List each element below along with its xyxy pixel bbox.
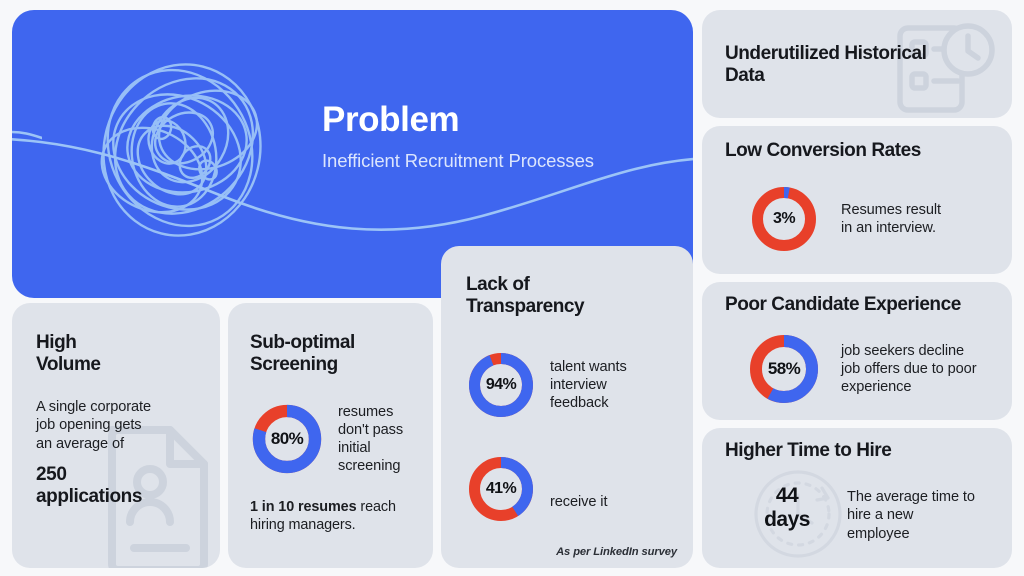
hero-text-block: Problem Inefficient Recruitment Processe… — [322, 100, 662, 172]
highlight-number: 250 — [36, 463, 67, 485]
note-bold: 1 in 10 resumes — [250, 499, 357, 516]
title-line-2: Transparency — [466, 296, 585, 318]
title-line-1: Underutilized Historical — [725, 43, 927, 64]
donut-label-58: 58% — [767, 359, 801, 379]
card-lack-of-transparency[interactable]: Lack of Transparency 94% talent wants in… — [441, 246, 693, 568]
hero-title: Problem — [322, 100, 460, 139]
donut-label-94: 94% — [485, 376, 517, 394]
title-line-2: Data — [725, 65, 765, 87]
card-underutilized-historical-data[interactable]: Underutilized Historical Data — [702, 10, 1012, 118]
metric-unit: days — [764, 507, 810, 531]
donut-row-41: 41% receive it — [466, 454, 681, 524]
wave-line-overflow — [12, 130, 42, 140]
title-line-1: High — [36, 332, 77, 353]
card-title-screening: Sub-optimal Screening — [250, 332, 421, 376]
card-title-transparency: Lack of Transparency — [466, 274, 681, 318]
donut-chart-58: 58% — [747, 332, 821, 406]
metric-number: 44 — [775, 484, 799, 508]
screening-note: 1 in 10 resumes reach hiring managers. — [250, 498, 428, 534]
card-title-high-volume: High Volume — [36, 332, 156, 376]
time-to-hire-caption: The average time to hire a new employee — [847, 489, 975, 542]
title-line-2: Volume — [36, 354, 101, 376]
metric-44-days: 44 days — [747, 484, 827, 531]
title-line-1: Sub-optimal — [250, 332, 355, 353]
card-higher-time-to-hire[interactable]: Higher Time to Hire 44 days The average … — [702, 428, 1012, 568]
donut-caption-58: job seekers decline job offers due to po… — [841, 342, 977, 396]
donut-chart-94: 94% — [466, 350, 536, 420]
high-volume-highlight: 250 applications — [36, 464, 156, 509]
highlight-unit: applications — [36, 486, 143, 508]
metric-row-44-days: 44 days The average time to hire a new e… — [725, 484, 1000, 543]
card-title-time-to-hire: Higher Time to Hire — [725, 440, 892, 461]
donut-caption-3: Resumes result in an interview. — [841, 201, 941, 237]
card-title-conversion: Low Conversion Rates — [725, 140, 921, 161]
donut-chart-80: 80% — [250, 402, 324, 476]
donut-row-58: 58% job seekers decline job offers due t… — [725, 332, 1000, 406]
card-title-experience: Poor Candidate Experience — [725, 294, 961, 315]
donut-label-3: 3% — [773, 210, 796, 228]
title-line-1: Lack of — [466, 274, 530, 295]
card-sub-optimal-screening[interactable]: Sub-optimal Screening 80% resumes don't … — [228, 303, 433, 568]
card-low-conversion-rates[interactable]: Low Conversion Rates 3% Resumes result i… — [702, 126, 1012, 274]
card-high-volume[interactable]: High Volume A single corporate job openi… — [12, 303, 220, 568]
donut-chart-3: 3% — [749, 184, 819, 254]
donut-chart-41: 41% — [466, 454, 536, 524]
donut-row-80: 80% resumes don't pass initial screening — [250, 402, 421, 476]
donut-row-94: 94% talent wants interview feedback — [466, 350, 681, 420]
transparency-footnote: As per LinkedIn survey — [556, 546, 677, 558]
donut-row-3: 3% Resumes result in an interview. — [725, 184, 998, 254]
donut-caption-41: receive it — [550, 493, 608, 510]
hero-subtitle: Inefficient Recruitment Processes — [322, 149, 594, 171]
donut-label-80: 80% — [270, 429, 304, 449]
high-volume-body: A single corporate job opening gets an a… — [36, 399, 152, 452]
note-rest: reach hiring managers. — [250, 499, 396, 534]
card-poor-candidate-experience[interactable]: Poor Candidate Experience 58% job seeker… — [702, 282, 1012, 420]
title-line-2: Screening — [250, 354, 338, 376]
tangled-scribble-ball-icon — [100, 63, 262, 237]
donut-caption-94: talent wants interview feedback — [550, 358, 627, 412]
hero-panel: Problem Inefficient Recruitment Processe… — [12, 10, 693, 298]
hero-decoration-svg — [12, 63, 693, 237]
donut-label-41: 41% — [485, 480, 517, 498]
donut-caption-80: resumes don't pass initial screening — [338, 403, 404, 475]
card-title-historical: Underutilized Historical Data — [725, 43, 927, 87]
wave-line-decoration — [12, 138, 693, 231]
